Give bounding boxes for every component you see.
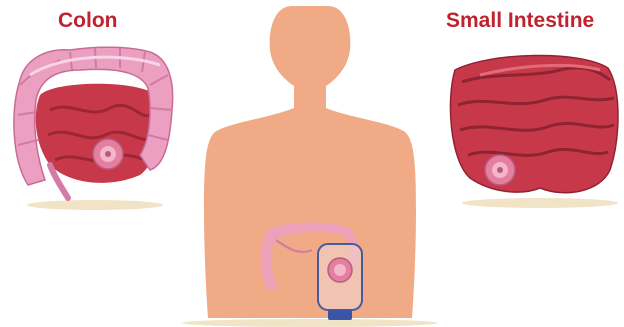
colon-illustration [14, 47, 173, 210]
colon-shadow [27, 200, 163, 210]
human-torso-silhouette [182, 6, 438, 327]
small-intestine-shadow [462, 198, 618, 208]
pouch-cap [328, 310, 352, 320]
small-intestine-mass [450, 55, 618, 192]
torso-shadow [182, 319, 438, 327]
ostomy-pouch-icon [318, 244, 362, 320]
small-intestine-illustration [450, 55, 618, 208]
